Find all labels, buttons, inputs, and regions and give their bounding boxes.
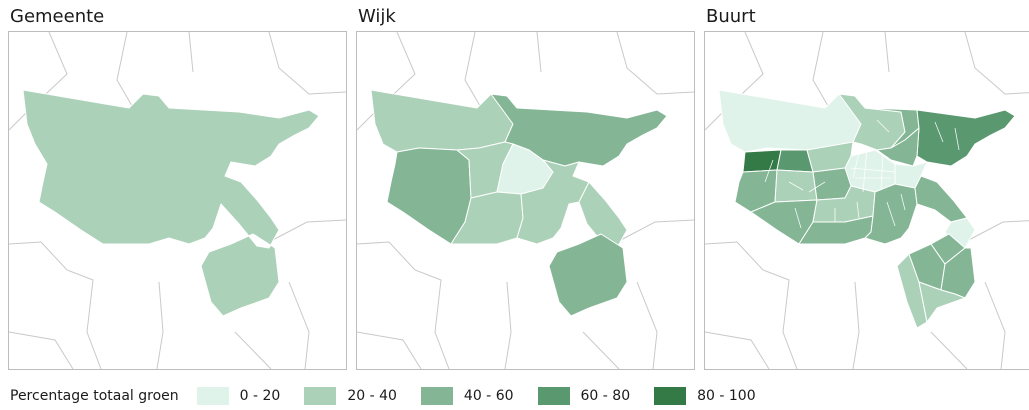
legend-label: 40 - 60 [463,388,514,404]
legend-label: 80 - 100 [697,388,756,404]
wijk-zuidoost [548,233,628,317]
panel-title-gemeente: Gemeente [10,6,105,27]
legend-label: 20 - 40 [347,388,397,404]
buurt-geuzenveld [742,149,782,173]
panel-title-buurt: Buurt [706,6,756,27]
legend-swatch [420,387,453,405]
legend-swatch [537,387,570,405]
buurt-westpoort [718,89,862,153]
buurt-fine-boundaries [764,119,960,229]
wijk-west-north [370,89,514,153]
legend-title: Percentage totaal groen [10,388,179,404]
map-panel-buurt: Buurt [704,0,1029,370]
map-frame-wijk [356,31,695,370]
map-panel-gemeente: Gemeente [8,0,347,370]
legend-swatch [654,387,687,405]
wijk-west [386,147,472,245]
buurt-westerpark [806,141,854,173]
legend-item: 0 - 20 [196,387,281,405]
map-wijk [357,32,694,369]
map-frame-buurt [704,31,1029,370]
wijk-oost [516,159,590,245]
buurt-noord-oost [916,109,1016,167]
legend-item: 20 - 40 [304,387,397,405]
wijk-zuid-west [450,191,524,245]
buurt-noord-zuid [876,127,920,167]
region-gemeente [22,89,320,317]
map-buurt [705,32,1029,369]
legend-item: 60 - 80 [537,387,631,405]
legend-item: 40 - 60 [420,387,514,405]
legend-swatch [196,387,229,405]
buurt-ijburg [914,175,968,223]
legend-label: 0 - 20 [239,388,281,404]
legend-swatch [304,387,337,405]
buurt-oud-west [812,167,852,201]
buurt-zuidoost-zuid [918,281,966,323]
map-frame-gemeente [8,31,347,370]
legend-item: 80 - 100 [654,387,756,405]
legend-label: 60 - 80 [580,388,631,404]
legend: Percentage totaal groen 0 - 20 20 - 40 4… [10,385,780,407]
map-panel-wijk: Wijk [356,0,695,370]
panel-title-wijk: Wijk [358,6,396,27]
map-gemeente [9,32,346,369]
